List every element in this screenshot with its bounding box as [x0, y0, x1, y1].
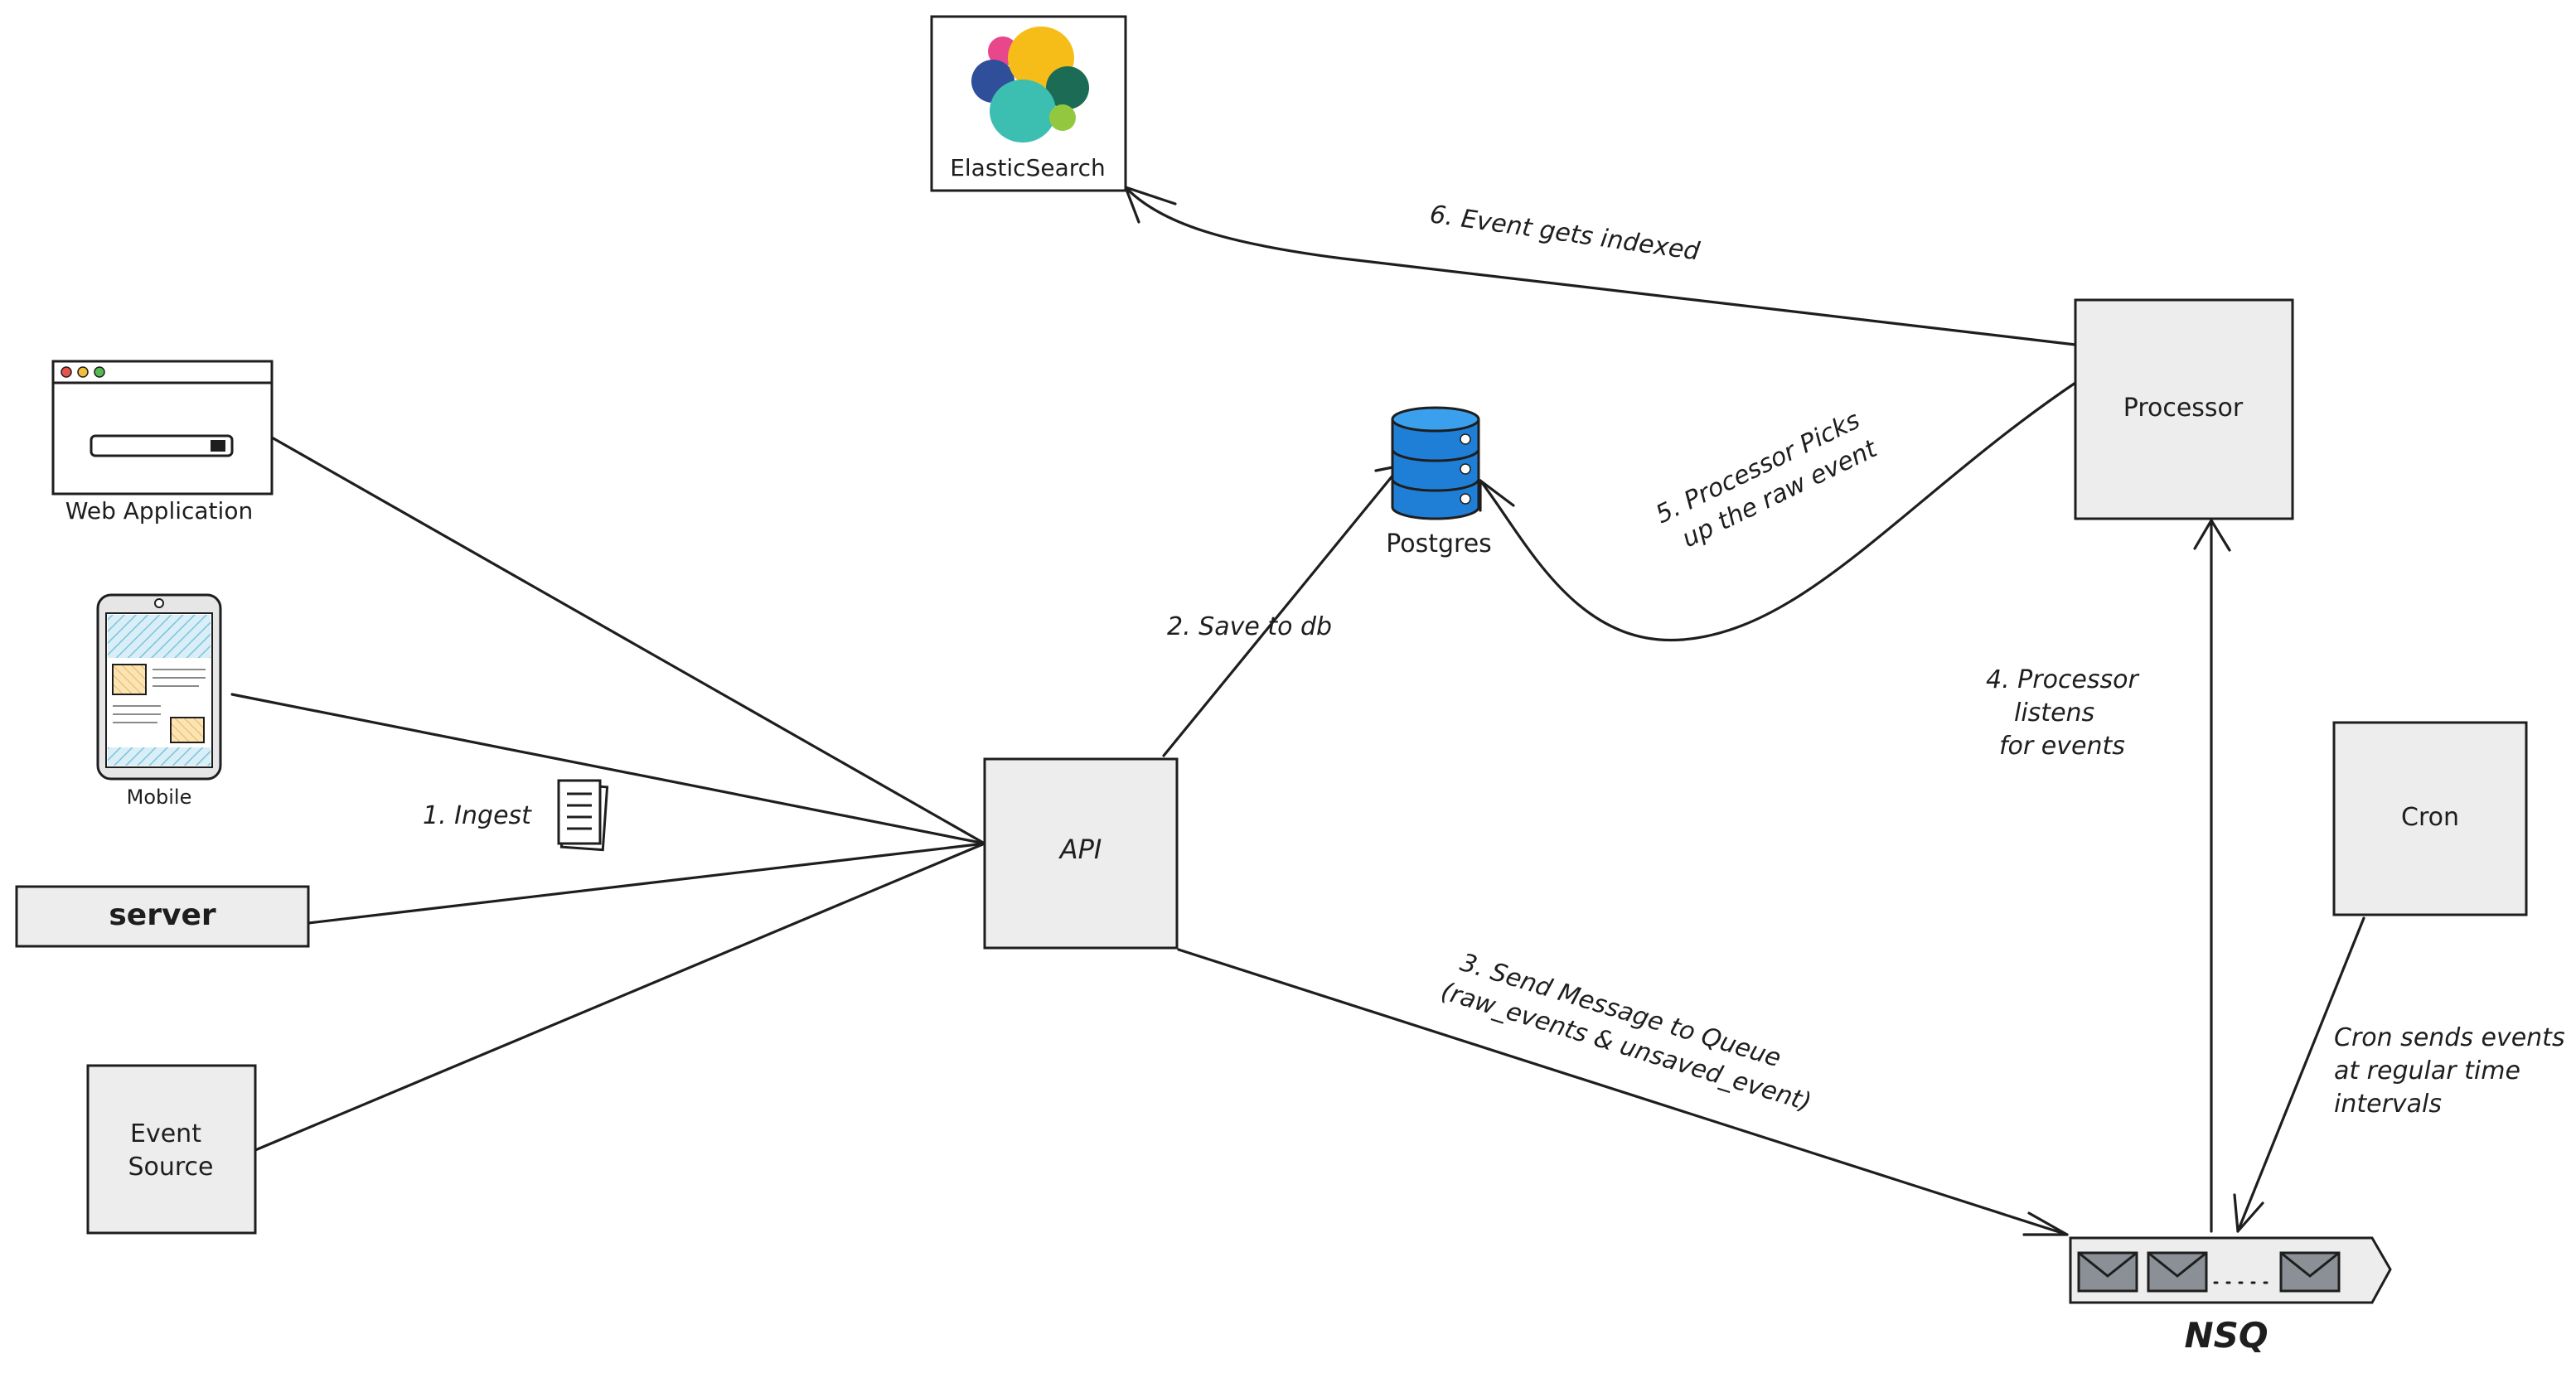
edges	[230, 186, 2365, 1236]
label-cron-sends-line2: at regular time	[2334, 1056, 2520, 1085]
server-node: server	[15, 885, 310, 948]
label-event-indexed: 6. Event gets indexed	[1428, 200, 1702, 266]
nsq-label: NSQ	[2184, 1315, 2268, 1356]
processor-node: Processor	[2074, 298, 2294, 520]
label-processor-listens-line3: for events	[1999, 732, 2125, 761]
edge-cron-to-nsq	[2236, 916, 2365, 1233]
edge-api-to-postgres	[1162, 464, 1402, 757]
arrowhead-nsq	[2022, 1211, 2069, 1236]
edge-mobile-to-api	[230, 693, 986, 845]
cron-box	[2332, 721, 2528, 916]
arrowhead-nsq-cron	[2233, 1193, 2264, 1233]
edge-processor-to-postgres	[1479, 381, 2077, 642]
processor-label: Processor	[2123, 394, 2244, 423]
api-box	[983, 757, 1179, 950]
label-ingest: 1. Ingest	[423, 801, 532, 830]
edge-processor-to-elasticsearch	[1124, 186, 2077, 346]
postgres-node: Postgres	[1386, 406, 1492, 558]
arrowhead-postgres-right	[1479, 479, 1515, 512]
cron-label: Cron	[2401, 803, 2459, 832]
label-cron-sends-line3: intervals	[2334, 1090, 2442, 1119]
envelope-icon	[2147, 1251, 2208, 1293]
arrowhead-processor	[2193, 519, 2231, 552]
api-label: API	[1058, 834, 1102, 865]
mobile-label: Mobile	[127, 786, 192, 809]
label-cron-sends-line1: Cron sends events	[2334, 1023, 2565, 1052]
browser-window-icon	[51, 360, 274, 496]
mobile-node: Mobile	[96, 593, 222, 809]
label-processor-listens-line2: listens	[2014, 699, 2094, 728]
web-application-label: Web Application	[65, 497, 253, 525]
label-processor-listens-line1: 4. Processor	[1986, 665, 2140, 694]
elasticsearch-logo-icon	[971, 27, 1089, 143]
envelope-icon	[2279, 1251, 2341, 1293]
event-source-node: Event Source	[86, 1064, 257, 1235]
label-send-message: 3. Send Message to Queue (raw_events & u…	[1437, 948, 1814, 1117]
event-source-box	[86, 1064, 257, 1235]
event-source-label-line1: Event	[130, 1119, 201, 1148]
elasticsearch-label: ElasticSearch	[950, 154, 1106, 181]
elasticsearch-node: ElasticSearch	[930, 15, 1127, 192]
postgres-label: Postgres	[1386, 529, 1492, 558]
envelope-icon	[2077, 1251, 2138, 1293]
processor-box	[2074, 298, 2294, 520]
cron-node: Cron	[2332, 721, 2528, 916]
document-stack-icon	[557, 779, 609, 852]
edge-eventsource-to-api	[254, 842, 986, 1152]
label-processor-picks: 5. Processor Picks up the raw event	[1651, 406, 1882, 554]
database-cylinder-icon	[1391, 406, 1480, 520]
event-source-label-line2: Source	[128, 1153, 213, 1182]
edge-web-to-api	[270, 436, 986, 845]
server-label: server	[109, 898, 215, 932]
label-save-to-db: 2. Save to db	[1167, 612, 1332, 641]
mobile-phone-icon	[96, 593, 222, 781]
nsq-node: NSQ	[2069, 1236, 2392, 1356]
web-application-node: Web Application	[51, 360, 274, 525]
edge-server-to-api	[307, 842, 986, 925]
api-node: API	[983, 757, 1179, 950]
server-box	[15, 885, 310, 948]
edge-api-to-nsq	[1177, 948, 2069, 1236]
